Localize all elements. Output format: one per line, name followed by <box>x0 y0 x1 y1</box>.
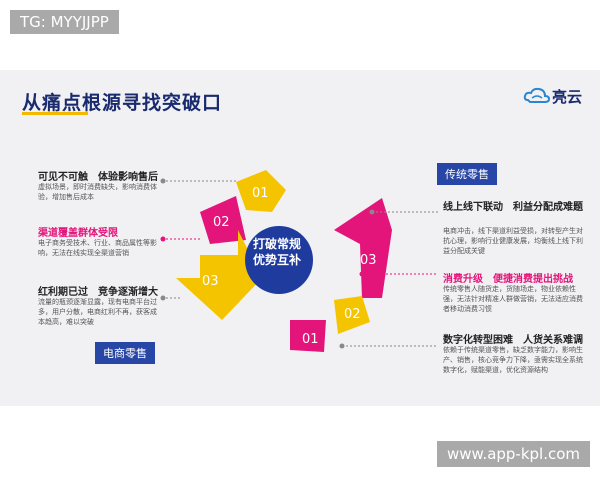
number-right-01: 01 <box>302 332 319 347</box>
right-desc-2: 传统零售人随货走，货随场走，物业依赖性强，无法针对精准人群做营销，无法适应消费者… <box>443 285 583 313</box>
tag-traditional-retail: 传统零售 <box>437 163 497 185</box>
left-heading-2: 渠道覆盖群体受限 <box>38 228 118 239</box>
right-heading-3: 数字化转型困难 人货关系难调 <box>443 335 583 346</box>
logo-text: 亮云 <box>552 88 583 106</box>
center-line-2: 优势互补 <box>252 253 301 267</box>
right-heading-2: 消费升级 便捷消费提出挑战 <box>443 274 573 285</box>
tag-ecommerce-retail: 电商零售 <box>95 342 155 364</box>
left-desc-1: 虚拟场景，即时消费缺失，影响消费体验，增加售后成本 <box>38 183 157 201</box>
right-arrow-03 <box>334 198 392 298</box>
number-right-03: 03 <box>360 253 377 268</box>
left-heading-3: 红利期已过 竞争逐渐增大 <box>38 287 158 298</box>
right-segment-01 <box>290 320 326 352</box>
left-segment-01 <box>236 170 286 212</box>
number-left-02: 02 <box>213 215 230 230</box>
title-underline <box>22 112 88 115</box>
left-desc-3: 流量的瓶颈逐渐显露，现有电商平台过多，用户分散，电商红利不再，获客成本趋高，难以… <box>38 298 157 326</box>
right-heading-1: 线上线下联动 利益分配成难题 <box>443 202 583 213</box>
right-segment-02 <box>334 296 370 334</box>
right-desc-3: 依赖于传统渠道零售，缺乏数字能力，影响生产、销售，核心竞争力下降，亟需实现全系统… <box>443 346 583 374</box>
right-desc-1: 电商冲击，线下渠道利益受损，对转型产生对抗心理，影响行业健康发展，均衡线上线下利… <box>443 227 583 255</box>
left-desc-2: 电子商务受技术、行业、商品属性等影响，无法在线实现全渠道营销 <box>38 239 157 257</box>
left-heading-1: 可见不可触 体验影响售后 <box>38 172 158 183</box>
watermark-top: TG: MYYJJPP <box>10 10 119 34</box>
center-circle <box>245 226 313 294</box>
watermark-bottom: www.app-kpl.com <box>437 441 591 467</box>
cloud-logo-icon <box>523 87 551 103</box>
left-segment-02 <box>200 196 246 244</box>
number-left-03: 03 <box>202 274 219 289</box>
center-label: 打破常规 优势互补 <box>252 236 302 268</box>
number-right-02: 02 <box>344 307 361 322</box>
center-line-1: 打破常规 <box>252 237 301 251</box>
page-title: 从痛点根源寻找突破口 <box>22 92 223 114</box>
left-arrow-03 <box>176 230 262 320</box>
number-left-01: 01 <box>252 186 269 201</box>
